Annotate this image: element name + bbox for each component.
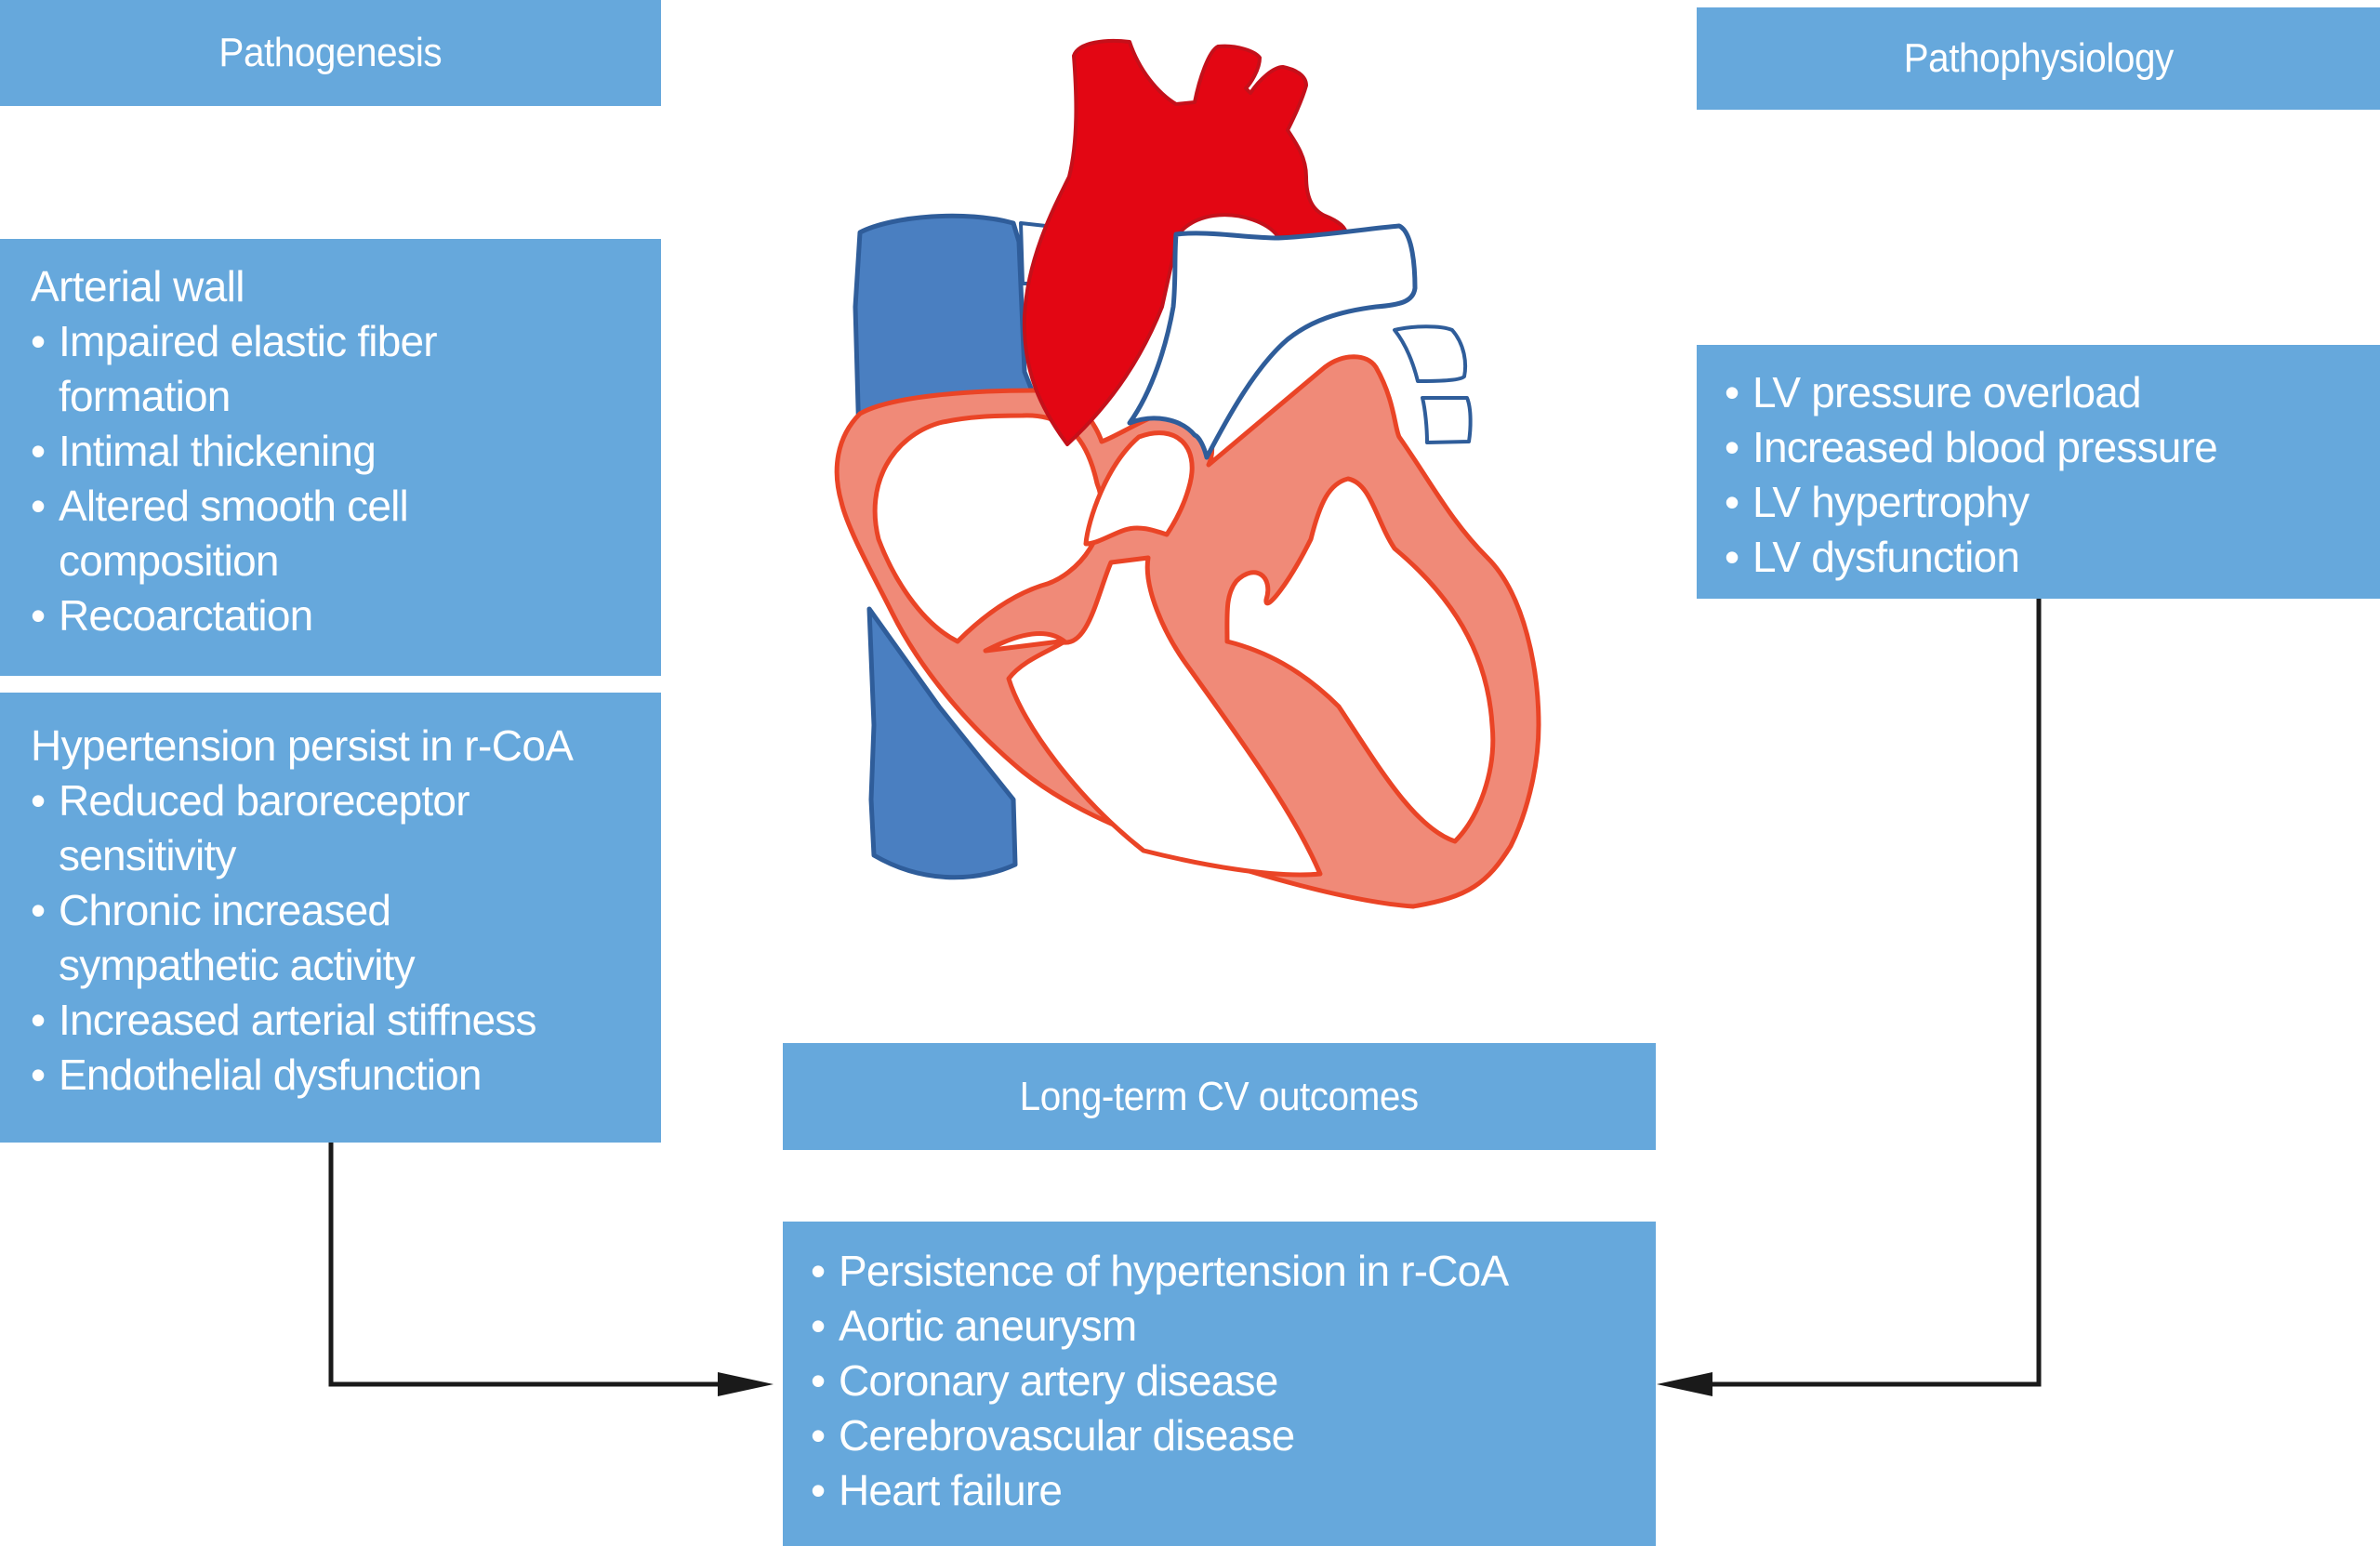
bullet-icon: • (31, 591, 46, 640)
arrow-line-pathophysiology-to-outcomes (1711, 597, 2042, 1387)
heart-illustration (834, 38, 1541, 909)
list-item: •Aortic aneurysm (811, 1299, 1656, 1354)
list-item: •Intimal thickening (31, 424, 661, 479)
left-atrium (1083, 430, 1195, 547)
connector-arrows (328, 597, 2042, 1396)
list-item: •Coronary artery disease (811, 1354, 1656, 1408)
bullet-icon: • (31, 317, 46, 365)
right-atrium (872, 413, 1104, 644)
list-item: •Cerebrovascular disease (811, 1408, 1656, 1463)
pulmonary-vein-lower-right (1421, 396, 1473, 444)
outcomes-title-box: Long-term CV outcomes (783, 1043, 1656, 1150)
list-item: •LV pressure overload (1725, 365, 2380, 420)
list-item: •Endothelial dysfunction (31, 1048, 661, 1103)
bullet-icon: • (1725, 423, 1739, 471)
bullet-icon: • (1725, 478, 1739, 526)
arrowhead-left-icon (1657, 1372, 1712, 1396)
pathophysiology-title-box: Pathophysiology (1697, 7, 2380, 110)
bullet-icon: • (811, 1302, 826, 1350)
inferior-vena-cava (866, 606, 1018, 880)
outcomes-list: •Persistence of hypertension in r-CoA •A… (811, 1244, 1656, 1518)
arrowhead-right-icon (718, 1372, 774, 1396)
bullet-icon: • (31, 886, 46, 934)
bullet-icon: • (31, 482, 46, 530)
bullet-icon: • (31, 996, 46, 1044)
pulmonary-artery (1127, 223, 1418, 460)
bullet-icon: • (811, 1411, 826, 1460)
pathophysiology-title: Pathophysiology (1903, 35, 2174, 81)
pathogenesis-title: Pathogenesis (218, 30, 443, 75)
list-item: •Increased blood pressure (1725, 420, 2380, 475)
pathophysiology-list: •LV pressure overload •Increased blood p… (1725, 365, 2380, 585)
right-ventricle (983, 555, 1323, 878)
outcomes-box: •Persistence of hypertension in r-CoA •A… (783, 1222, 1656, 1546)
pathogenesis-hypertension-box: Hypertension persist in r-CoA •Reduced b… (0, 693, 661, 1143)
list-item: •Recoarctation (31, 588, 661, 643)
list-item: •Heart failure (811, 1463, 1656, 1518)
aorta (1022, 38, 1348, 446)
left-ventricle (1224, 476, 1496, 844)
arterial-wall-heading: Arterial wall (31, 262, 245, 311)
outcomes-title: Long-term CV outcomes (1019, 1073, 1420, 1119)
arrow-line-pathogenesis-to-outcomes (328, 1143, 725, 1387)
bullet-icon: • (31, 776, 46, 825)
bullet-icon: • (1725, 368, 1739, 416)
bullet-icon: • (1725, 533, 1739, 581)
list-item: •Increased arterial stiffness (31, 993, 661, 1048)
list-item: •LV dysfunction (1725, 530, 2380, 585)
list-item: •LV hypertrophy (1725, 475, 2380, 530)
bullet-icon: • (31, 1050, 46, 1099)
pathophysiology-box: •LV pressure overload •Increased blood p… (1697, 345, 2380, 599)
bullet-icon: • (811, 1356, 826, 1405)
pathogenesis-title-box: Pathogenesis (0, 0, 661, 106)
pulmonary-vein-upper-right (1393, 324, 1468, 383)
list-item: •Persistence of hypertension in r-CoA (811, 1244, 1656, 1299)
bullet-icon: • (811, 1247, 826, 1295)
bullet-icon: • (31, 427, 46, 475)
hypertension-heading: Hypertension persist in r-CoA (31, 721, 574, 770)
bullet-icon: • (811, 1466, 826, 1514)
